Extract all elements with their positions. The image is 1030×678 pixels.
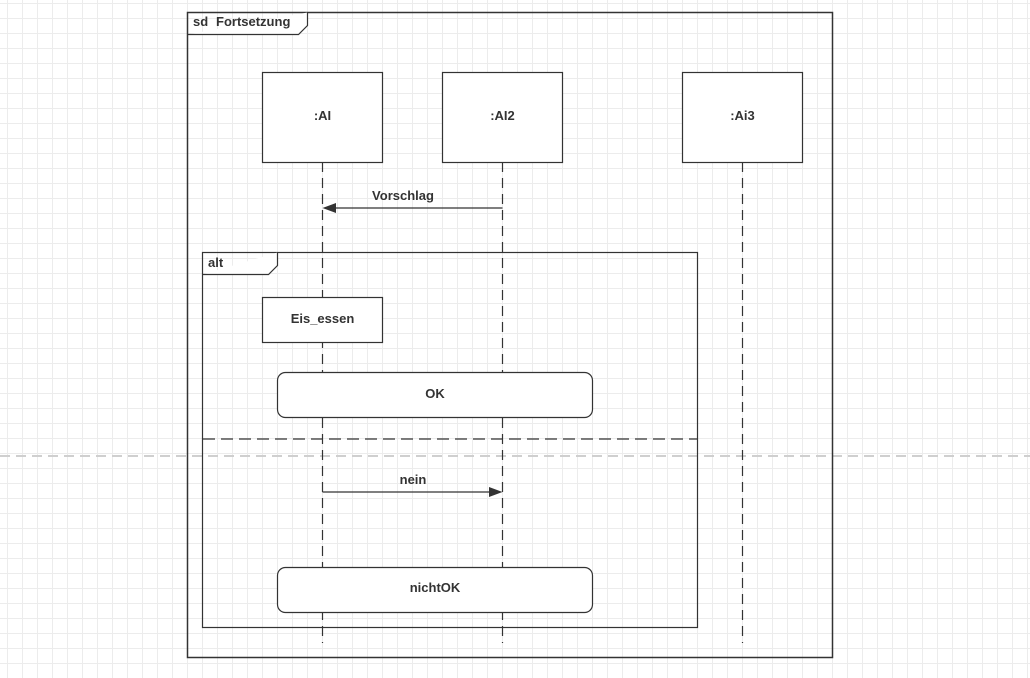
message-vorschlag-arrowhead [322, 203, 336, 213]
state-nicht-ok-label: nichtOK [410, 580, 461, 595]
message-nein-label: nein [400, 472, 427, 487]
state-ok-label: OK [425, 386, 445, 401]
message-nein-arrowhead [489, 487, 503, 497]
message-vorschlag-label: Vorschlag [372, 188, 434, 203]
sd-frame-kind: sd [193, 14, 208, 29]
lifeline-ai2-head[interactable] [441, 71, 564, 164]
sd-frame[interactable] [186, 11, 834, 659]
state-nicht-ok[interactable] [276, 566, 594, 614]
lifeline-ai3-head[interactable] [681, 71, 804, 164]
action-eis-essen[interactable] [261, 296, 384, 344]
alt-fragment[interactable] [201, 251, 699, 629]
lifeline-ai3-label: :Ai3 [730, 108, 755, 123]
lifeline-ai-label: :AI [314, 108, 331, 123]
sd-frame-name: Fortsetzung [216, 14, 290, 29]
state-ok[interactable] [276, 371, 594, 419]
action-eis-essen-label: Eis_essen [291, 311, 355, 326]
alt-fragment-label-tab [202, 252, 279, 276]
lifeline-ai-head[interactable] [261, 71, 384, 164]
lifeline-ai2-label: :AI2 [490, 108, 515, 123]
sd-frame-label-tab [187, 12, 309, 36]
alt-fragment-operator: alt [208, 255, 224, 270]
